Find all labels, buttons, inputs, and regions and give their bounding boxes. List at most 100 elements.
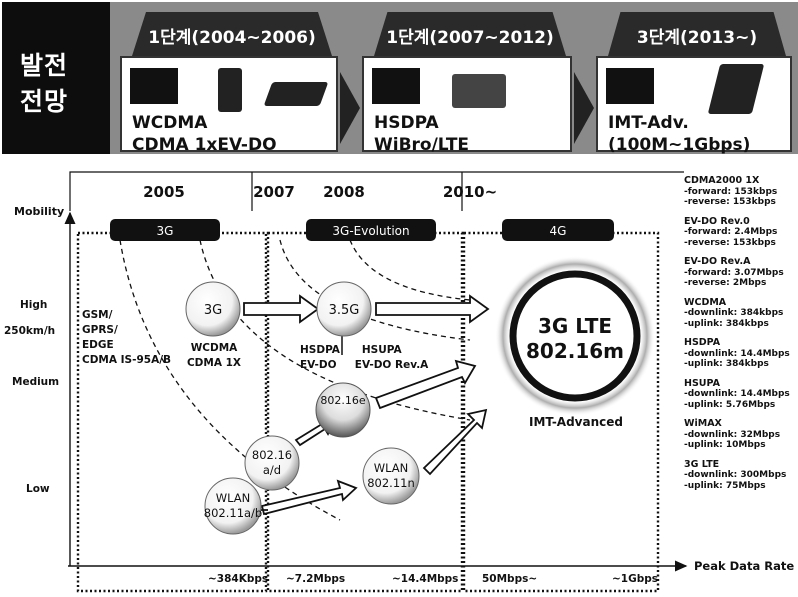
note-line: -reverse: 153kbps xyxy=(684,237,776,248)
zone-3g-evolution xyxy=(266,231,464,593)
gen-3g-label: 3G xyxy=(157,224,174,238)
note-line: -forward: 3.07Mbps xyxy=(684,267,784,278)
mobility-high: High xyxy=(20,299,47,311)
legacy-gprs: GPRS/ xyxy=(82,324,118,336)
imt-advanced-label: IMT-Advanced xyxy=(529,415,623,429)
legacy-cdma: CDMA IS-95A/B xyxy=(82,354,171,366)
rate-7-2mbps: ~7.2Mbps xyxy=(286,573,345,585)
note-wcdma: WCDMA -downlink: 384kbps -uplink: 384kbp… xyxy=(684,297,796,330)
note-line: -downlink: 14.4Mbps xyxy=(684,348,790,359)
node-80216e-label: 802.16e xyxy=(320,394,365,407)
gen-pill-3g-evolution xyxy=(306,219,436,241)
zone-3g xyxy=(76,231,268,593)
node-80216ad-label1: 802.16 xyxy=(252,448,292,462)
stage-1-photo-placeholder xyxy=(130,68,178,104)
stage-3-tech-line1: IMT-Adv. xyxy=(608,113,689,133)
rate-50mbps: 50Mbps~ xyxy=(482,573,537,585)
stage-2-card: HSDPA WiBro/LTE xyxy=(362,56,572,155)
note-line: -downlink: 300Mbps xyxy=(684,470,787,480)
note-title: EV-DO Rev.A xyxy=(684,256,751,267)
stage-3-tech: IMT-Adv. (100M~1Gbps) xyxy=(608,112,750,156)
x-axis-title: Peak Data Rate xyxy=(694,559,794,573)
mobility-low: Low xyxy=(26,483,50,495)
stage-2: 1단계(2007~2012) HSDPA WiBro/LTE xyxy=(362,12,572,155)
stage-3-tab: 3단계(2013~) xyxy=(608,12,786,56)
stage-2-tech-line2: WiBro/LTE xyxy=(374,135,470,155)
note-line: -uplink: 5.76Mbps xyxy=(684,399,776,410)
node-3-5g-label: 3.5G xyxy=(329,303,360,318)
spec-notes: CDMA2000 1X -forward: 153kbps -reverse: … xyxy=(684,175,796,500)
stage-2-title: 1단계(2007~2012) xyxy=(386,28,554,48)
stage-1-tech-line1: WCDMA xyxy=(132,113,208,133)
stage-3-card: IMT-Adv. (100M~1Gbps) xyxy=(596,56,792,155)
node-lte-ring xyxy=(509,270,641,402)
zone-4g xyxy=(462,231,660,593)
note-3g-lte: 3G LTE -downlink: 300Mbps -uplink: 75Mbp… xyxy=(684,458,796,492)
stage-arrow-icon xyxy=(340,72,360,144)
stage-1-card: WCDMA CDMA 1xEV-DO xyxy=(120,56,338,155)
node-wlan-n-label1: WLAN xyxy=(374,461,409,475)
node-wlan-ab-label2: 802.11a/b xyxy=(204,506,262,520)
mobility-speed: 250km/h xyxy=(4,325,55,337)
node-3-5g-caption2: EV-DO EV-DO Rev.A xyxy=(300,359,429,371)
note-title: EV-DO Rev.0 xyxy=(684,215,750,227)
note-title: HSDPA xyxy=(684,337,721,348)
stage-1-tech-line2: CDMA 1xEV-DO xyxy=(132,135,277,155)
note-line: -downlink: 384kbps xyxy=(684,308,784,318)
node-wlan-n xyxy=(362,447,420,505)
note-title: 3G LTE xyxy=(684,458,720,470)
node-3g-caption2: CDMA 1X xyxy=(187,357,241,369)
stage-1-title: 1단계(2004~2006) xyxy=(148,28,316,48)
note-hsupa: HSUPA -downlink: 14.4Mbps -uplink: 5.76M… xyxy=(684,378,796,411)
gen-pill-4g xyxy=(502,219,614,241)
coverage-arc-3 xyxy=(279,239,471,341)
node-80216e xyxy=(315,382,371,438)
legacy-edge: EDGE xyxy=(82,339,114,351)
note-cdma2000: CDMA2000 1X -forward: 153kbps -reverse: … xyxy=(684,175,796,208)
note-line: -uplink: 75Mbps xyxy=(684,480,766,491)
banner-side-panel: 발전 전망 xyxy=(2,2,110,154)
y-axis-title: Mobility xyxy=(14,205,64,218)
banner-side-title-line2: 전망 xyxy=(20,87,69,116)
coverage-arc-2 xyxy=(199,239,471,421)
stage-1-tech: WCDMA CDMA 1xEV-DO xyxy=(132,112,277,156)
mobility-medium: Medium xyxy=(12,376,59,388)
stage-2-photo-placeholder xyxy=(372,68,420,104)
note-hsdpa: HSDPA -downlink: 14.4Mbps -uplink: 384kb… xyxy=(684,337,796,370)
note-evdo-reva: EV-DO Rev.A -forward: 3.07Mbps -reverse:… xyxy=(684,256,796,289)
node-3g-caption1: WCDMA xyxy=(191,342,238,354)
node-3g-label: 3G xyxy=(204,303,222,318)
node-wlan-ab xyxy=(204,477,262,535)
roadmap-banner: 발전 전망 1단계(2004~2006) WCDMA CDMA 1xEV-DO … xyxy=(2,2,798,155)
year-2007: 2007 xyxy=(253,183,295,201)
rate-1gbps: ~1Gbps xyxy=(612,573,658,585)
coverage-arc-4 xyxy=(349,239,471,301)
node-wlan-ab-label1: WLAN xyxy=(216,491,251,505)
stage-2-tech: HSDPA WiBro/LTE xyxy=(374,112,469,156)
coverage-arc-1 xyxy=(119,239,341,521)
note-evdo-rev0: EV-DO Rev.0 -forward: 2.4Mbps -reverse: … xyxy=(684,215,796,249)
mobile-phone-icon xyxy=(218,68,242,112)
node-lte-label1: 3G LTE xyxy=(538,314,612,338)
note-line: -forward: 2.4Mbps xyxy=(684,227,778,237)
arrow-80216e-to-lte xyxy=(374,359,477,410)
node-3-5g-caption1: HSDPA HSUPA xyxy=(300,344,402,356)
note-line: -reverse: 2Mbps xyxy=(684,278,767,288)
rate-14-4mbps: ~14.4Mbps xyxy=(392,573,458,585)
arrow-35g-to-lte xyxy=(375,294,490,324)
note-line: -downlink: 14.4Mbps xyxy=(684,389,790,399)
node-lte-label2: 802.16m xyxy=(526,339,624,363)
stage-1: 1단계(2004~2006) WCDMA CDMA 1xEV-DO xyxy=(120,12,338,155)
node-wlan-n-label2: 802.11n xyxy=(367,476,415,490)
note-line: -reverse: 153kbps xyxy=(684,197,776,207)
stage-2-tech-line1: HSDPA xyxy=(374,113,439,133)
devices-icon xyxy=(452,74,506,108)
note-line: -uplink: 384kbps xyxy=(684,359,769,369)
node-3g xyxy=(185,281,241,337)
year-header-frame xyxy=(69,171,684,211)
stage-3-photo-placeholder xyxy=(606,68,654,104)
banner-side-title-line1: 발전 xyxy=(20,51,69,80)
note-line: -forward: 153kbps xyxy=(684,186,778,197)
note-line: -uplink: 384kbps xyxy=(684,318,769,329)
